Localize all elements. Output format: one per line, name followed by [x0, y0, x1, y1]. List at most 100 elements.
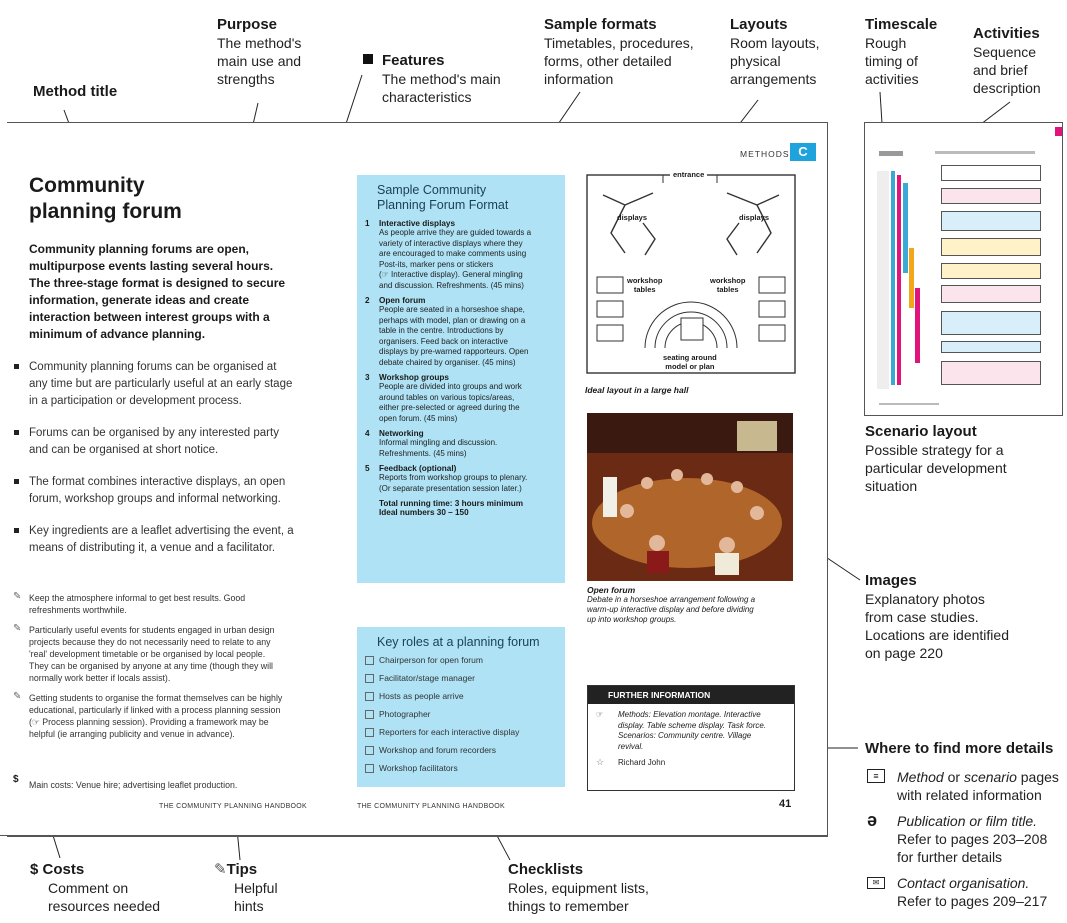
scenario-activity-box [941, 238, 1041, 256]
further-info-line: Methods: Elevation montage. Interactive [618, 710, 761, 719]
scenario-intro-mark [935, 151, 1035, 154]
annotation-scenario-layout-line: Possible strategy for a [865, 442, 1004, 458]
annotation-timescale-line: Rough [865, 35, 907, 51]
scenario-bar [909, 248, 914, 308]
tip-line: refreshments worthwhile. [29, 605, 127, 615]
methods-label: METHODS [740, 149, 790, 159]
scenario-activity-box [941, 361, 1041, 385]
dollar-icon: $ [13, 774, 19, 785]
format-step-line: People are seated in a horseshoe shape, [379, 305, 525, 314]
format-step-line: around tables on various topics/areas, [379, 392, 515, 402]
tip-pencil-icon: ✎ [13, 591, 22, 602]
display-panel [642, 222, 656, 256]
annotation-purpose: Purpose The method's main use and streng… [217, 16, 301, 88]
format-step-line: Refreshments. (45 mins) [379, 448, 467, 458]
workshop-table [596, 276, 624, 294]
annotation-layouts-head: Layouts [730, 16, 788, 33]
tip-line: They can be organised by anyone at any t… [29, 661, 274, 671]
feature-line: Forums can be organised by any intereste… [29, 427, 279, 439]
tip-line: projects because they do not necessarily… [29, 637, 271, 647]
annotation-activities-line: and brief [973, 62, 1028, 78]
annotation-sample-formats-line: Timetables, procedures, [544, 35, 694, 51]
role-item: Workshop facilitators [365, 759, 565, 777]
more-details-em: Publication or film title. [897, 813, 1038, 829]
annotation-scenario-layout-line: situation [865, 478, 918, 494]
format-step-line: (☞ Interactive display). General minglin… [379, 270, 523, 279]
annotation-purpose-head: Purpose [217, 16, 278, 33]
further-info-box: FURTHER INFORMATION ☞ Methods: Elevation… [587, 685, 795, 791]
format-step-line: (Or separate presentation session later.… [379, 483, 522, 493]
format-step-line: People are divided into groups and work [379, 382, 522, 391]
photo-window [737, 421, 777, 451]
role-label: Facilitator/stage manager [379, 673, 475, 683]
scenario-activity-box [941, 285, 1041, 303]
format-step-number: 5 [365, 464, 370, 473]
format-step-line: As people arrive they are guided towards… [379, 228, 532, 237]
annotation-checklists: Checklists Roles, equipment lists, thing… [508, 861, 649, 915]
diagram-workshop-word: workshop [710, 276, 746, 285]
annotation-sample-formats-line: information [544, 71, 614, 87]
annotation-sample-formats-line: forms, other detailed [544, 53, 672, 69]
photo-person [701, 473, 713, 485]
annotation-activities-line: description [973, 80, 1041, 96]
tip-pencil-icon: ✎ [13, 623, 22, 634]
format-step: 4 Networking Informal mingling and discu… [365, 429, 557, 459]
further-info-line: Scenarios: Community centre. Village [618, 731, 752, 740]
format-step: 1 Interactive displays As people arrive … [365, 219, 557, 291]
bullet-square-icon [14, 528, 19, 533]
annotation-scenario-layout: Scenario layout Possible strategy for a … [865, 423, 1007, 495]
scenario-activity-box [941, 311, 1041, 335]
feature-line: forum, workshop groups and informal netw… [29, 493, 281, 505]
format-step: 2 Open forum People are seated in a hors… [365, 296, 557, 368]
feature-item: Forums can be organised by any intereste… [11, 425, 341, 459]
role-item: Hosts as people arrive [365, 687, 565, 705]
sample-format-box: Sample Community Planning Forum Format 1… [357, 175, 565, 583]
workshop-table [758, 300, 786, 318]
photo-display-board [603, 477, 617, 517]
diagram-entrance-label: entrance [670, 170, 708, 179]
photo-caption-line: Debate in a horseshoe arrangement follow… [587, 595, 756, 604]
roles-title: Key roles at a planning forum [377, 635, 540, 649]
annotation-timescale-line: activities [865, 71, 919, 87]
scenario-bar [897, 175, 901, 385]
annotation-activities-head: Activities [973, 25, 1040, 42]
intro-line: information, generate ideas and create [29, 293, 250, 307]
annotation-timescale: Timescale Rough timing of activities [865, 16, 937, 88]
photo-caption-head: Open forum [587, 585, 636, 595]
annotation-purpose-line: The method's [217, 35, 302, 51]
role-label: Workshop and forum recorders [379, 745, 497, 755]
roles-list: Chairperson for open forum Facilitator/s… [357, 649, 565, 777]
hall-outline [586, 174, 796, 374]
format-step-line: Reports from workshop groups to plenary. [379, 473, 528, 482]
format-step-number: 4 [365, 429, 370, 438]
tip-item: ✎ Particularly useful events for student… [11, 623, 341, 684]
scenario-bar [891, 171, 895, 385]
scenario-time-column [877, 171, 889, 389]
role-label: Hosts as people arrive [379, 691, 464, 701]
scenario-tab [1055, 127, 1062, 136]
checkbox-icon [365, 656, 374, 666]
annotation-features-line: The method's main [382, 71, 501, 87]
tip-line: educational, particularly if linked with… [29, 705, 281, 715]
format-steps: 1 Interactive displays As people arrive … [357, 213, 565, 517]
annotation-images-line: Explanatory photos [865, 591, 985, 607]
annotation-features: Features The method's main characteristi… [382, 52, 501, 106]
further-info-line: revival. [618, 741, 644, 751]
annotation-checklists-line: things to remember [508, 898, 629, 914]
format-step-line: perhaps with model, plan or drawing on a [379, 315, 526, 325]
more-details-text: Refer to pages 203–208 [897, 831, 1048, 847]
bullet-square-icon [14, 364, 19, 369]
photo-person [750, 506, 764, 520]
annotation-scenario-layout-head: Scenario layout [865, 423, 977, 440]
diagram-displays-label: displays [739, 213, 770, 222]
dollar-icon: $ [30, 861, 43, 878]
tip-line: Getting students to organise the format … [29, 693, 283, 703]
format-step-line: debate chaired by organiser. (45 mins) [379, 357, 516, 367]
workshop-table [758, 324, 786, 342]
photo-person [649, 535, 665, 551]
format-box-title-line: Planning Forum Format [377, 198, 509, 212]
tips-pencil-icon: ✎ [214, 861, 227, 878]
diagram-seating-label: seating around model or plan [663, 353, 717, 371]
format-step: 5 Feedback (optional) Reports from works… [365, 464, 557, 494]
photo-person [731, 481, 743, 493]
